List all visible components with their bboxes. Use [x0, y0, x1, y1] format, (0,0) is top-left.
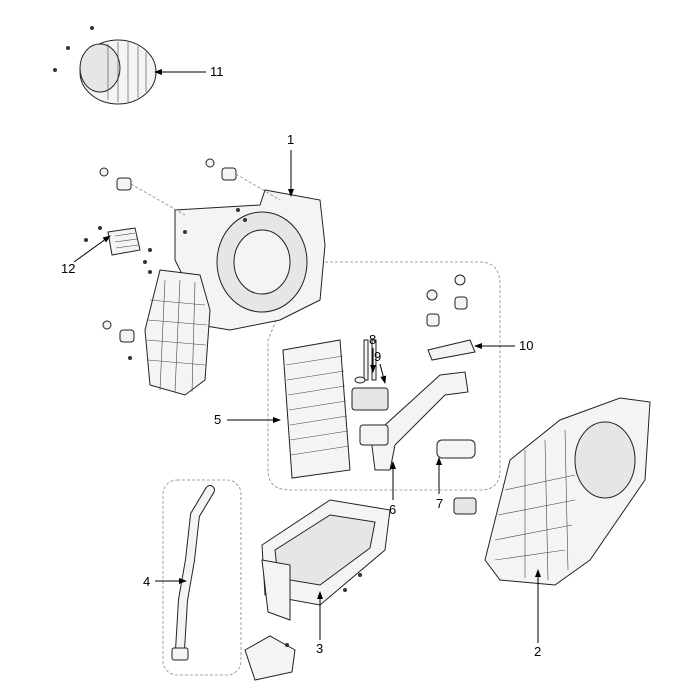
leader-lines — [73, 69, 541, 643]
pipe-seal — [436, 439, 476, 459]
evaporator-core — [282, 339, 351, 479]
blower-case — [144, 189, 326, 396]
case-right-half — [484, 397, 651, 586]
hose-group-outline — [162, 479, 242, 676]
blower-motor — [53, 26, 157, 105]
callout-8: 8 — [369, 332, 377, 347]
callout-12: 12 — [61, 261, 76, 276]
evaporator-group-outline — [267, 261, 501, 491]
callout-4: 4 — [143, 574, 151, 589]
evaporator-pipe — [359, 371, 469, 471]
blower-resistor — [84, 226, 141, 256]
callout-9: 9 — [374, 349, 382, 364]
callout-3: 3 — [316, 641, 324, 656]
grommets — [99, 158, 281, 360]
pipe-bracket — [426, 274, 476, 361]
callout-10: 10 — [519, 338, 534, 353]
callout-7: 7 — [436, 496, 444, 511]
callout-11: 11 — [210, 64, 224, 79]
callout-5: 5 — [214, 412, 222, 427]
lower-case — [244, 499, 391, 681]
callout-2: 2 — [534, 644, 542, 659]
expansion-valve — [351, 339, 389, 411]
sensor — [453, 497, 477, 515]
callout-6: 6 — [389, 502, 397, 517]
callout-1: 1 — [287, 132, 295, 147]
